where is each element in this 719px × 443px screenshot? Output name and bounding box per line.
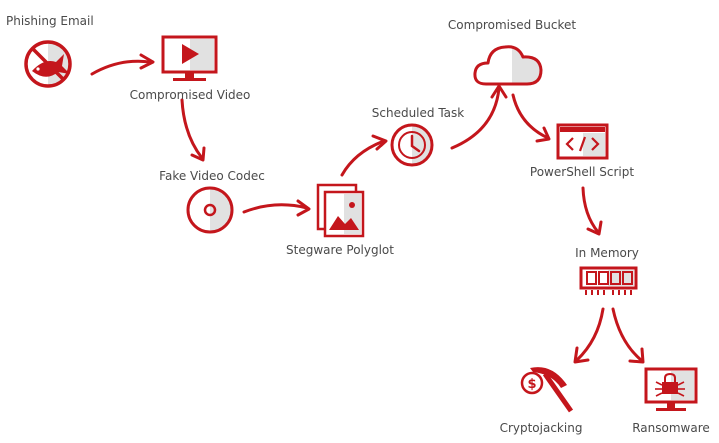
disc-icon <box>186 186 234 234</box>
node-label-bucket: Compromised Bucket <box>447 18 577 32</box>
node-label-polyglot: Stegware Polyglot <box>286 243 394 257</box>
edge-memory-crypto <box>573 307 605 364</box>
no-fish-icon <box>24 40 72 88</box>
node-label-crypto: Cryptojacking <box>499 421 583 435</box>
cloud-icon <box>473 45 543 86</box>
node-label-task: Scheduled Task <box>371 106 465 120</box>
edge-memory-ransom <box>611 307 645 364</box>
code-window-icon <box>556 123 609 160</box>
node-label-ransom: Ransomware <box>632 421 710 435</box>
node-label-memory: In Memory <box>575 246 639 260</box>
svg-text:$: $ <box>527 377 536 392</box>
memory-chip-icon <box>579 266 638 295</box>
edge-powershell-memory <box>581 186 603 236</box>
clock-icon <box>390 123 434 167</box>
node-label-powershell: PowerShell Script <box>529 165 635 179</box>
monitor-lock-bug-icon <box>644 367 698 411</box>
edge-video-codec <box>180 98 206 162</box>
edge-codec-polyglot <box>242 199 311 217</box>
node-label-phishing: Phishing Email <box>6 14 94 28</box>
image-files-icon <box>316 183 365 238</box>
edge-bucket-powershell <box>511 93 551 143</box>
monitor-play-icon <box>161 35 218 81</box>
dollar-pickaxe-icon: $ <box>520 367 574 413</box>
node-label-video: Compromised Video <box>129 88 251 102</box>
edge-task-bucket <box>450 84 508 150</box>
edge-phishing-video <box>90 53 155 76</box>
edge-polyglot-task <box>340 134 388 177</box>
node-label-codec: Fake Video Codec <box>159 169 265 183</box>
